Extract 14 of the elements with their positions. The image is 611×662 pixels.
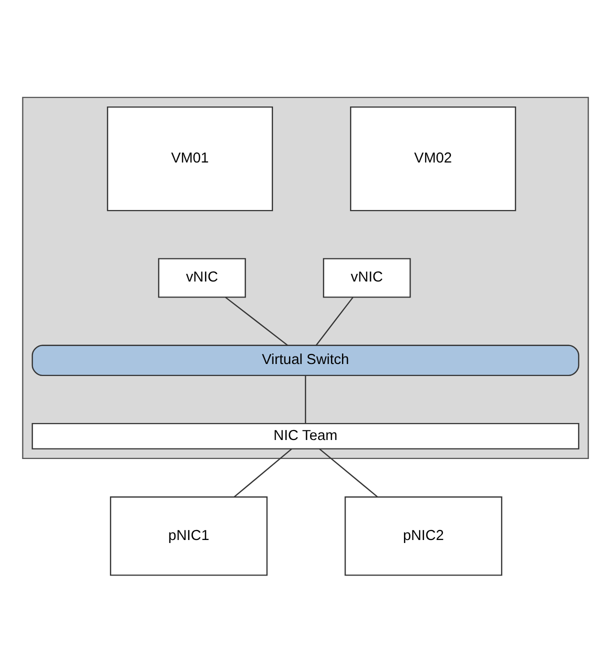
node-box: NIC Team [32, 422, 580, 449]
connector [316, 296, 354, 346]
connector [225, 296, 288, 346]
connector [319, 448, 378, 497]
node-box: pNIC1 [110, 496, 268, 576]
node-box: Virtual Switch [32, 344, 580, 376]
node-box: VM02 [350, 106, 516, 211]
node-box: vNIC [158, 258, 246, 298]
node-box: vNIC [322, 258, 411, 298]
connector [234, 448, 292, 497]
connector [304, 375, 306, 423]
node-box: pNIC2 [344, 496, 502, 576]
cluster [22, 96, 589, 459]
node-box: VM01 [106, 106, 273, 211]
